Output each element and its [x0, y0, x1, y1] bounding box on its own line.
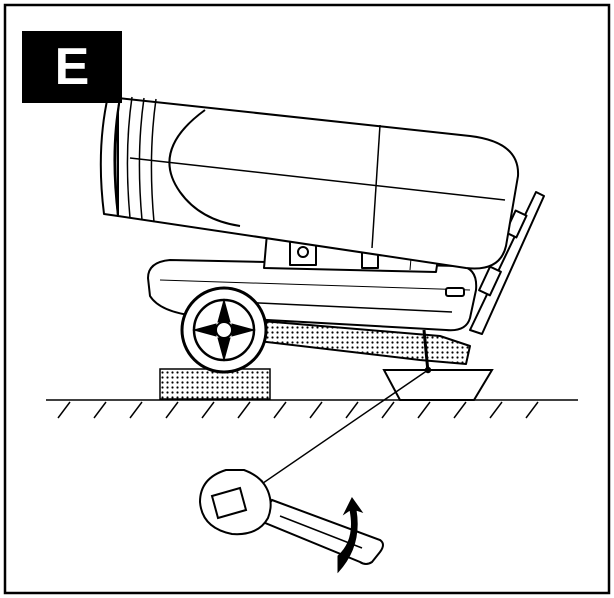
heater-illustration — [99, 95, 545, 373]
wheel-chock — [159, 368, 271, 400]
wheel — [180, 286, 268, 374]
callout-line — [247, 366, 432, 494]
step-label: E — [54, 38, 90, 96]
rotate-arrow-icon — [337, 497, 364, 574]
drain-tray — [382, 369, 494, 401]
figure-border — [3, 3, 611, 595]
step-label-badge: E — [22, 31, 122, 103]
ground-hatching — [46, 399, 578, 419]
